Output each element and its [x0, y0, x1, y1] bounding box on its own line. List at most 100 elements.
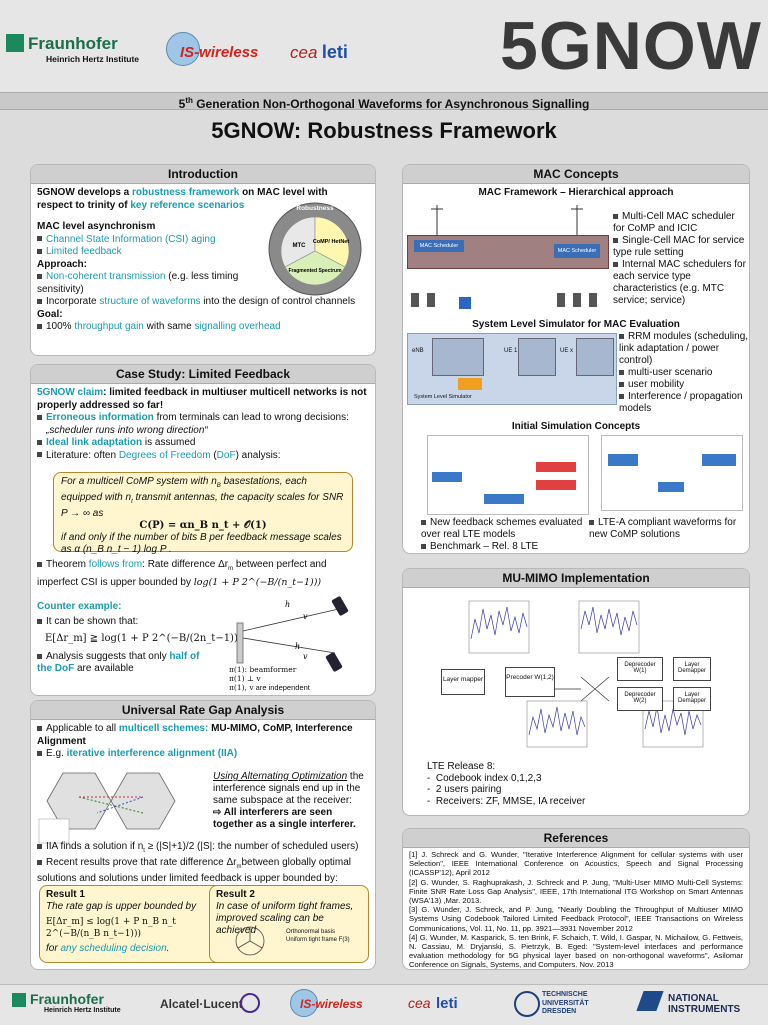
sls-block-2 — [518, 338, 556, 376]
intro-item-goal: 100% throughput gain with same signallin… — [37, 321, 375, 334]
sls-item-multiuser: multi-user scenario — [619, 367, 749, 379]
intro-structure-a: Incorporate — [46, 296, 100, 307]
sls-item-mobility-text: user mobility — [628, 379, 685, 390]
intro-text-b: robustness framework — [132, 187, 240, 198]
footer-leti-text: leti — [436, 995, 458, 1012]
sim-box-c — [536, 480, 576, 490]
lte-release-info: LTE Release 8: - Codebook index 0,1,2,3 … — [427, 761, 627, 807]
case-lit-d: DoF — [216, 449, 236, 461]
lte-item-pairing-text: 2 users pairing — [435, 784, 502, 795]
references-panel: References [1] J. Schreck and G. Wunder,… — [402, 828, 750, 970]
case-link-a: Ideal link adaptation — [46, 437, 143, 448]
ni-line-1: NATIONAL — [668, 993, 719, 1004]
case-link-b: is assumed — [142, 437, 196, 448]
mac-concepts-title: MAC Concepts — [403, 165, 749, 184]
sim-item-feedback-text: New feedback schemes evaluated over real… — [421, 517, 583, 540]
footer-fraunhofer-subtext: Heinrich Hertz Institute — [44, 1007, 121, 1014]
case-item-link: Ideal link adaptation is assumed — [37, 437, 369, 450]
alcatel-swirl-icon — [240, 993, 260, 1013]
case-erroneous-b: from terminals can lead to wrong decisio… — [153, 412, 349, 423]
sls-item-multiuser-text: multi-user scenario — [628, 367, 713, 378]
lte-item-receivers: - Receivers: ZF, MMSE, IA receiver — [427, 795, 586, 807]
sls-item-interference-text: Interference / propagation models — [619, 391, 743, 414]
banner-prefix: 5 — [178, 97, 186, 111]
intro-goal-a: 100% — [46, 321, 75, 332]
urg-item-iia-condition: IIA finds a solution if nt ≥ (|S|+1)/2 (… — [37, 841, 371, 857]
tud-seal-icon — [514, 991, 540, 1017]
layer-mapper-block: Layer mapper — [441, 669, 485, 695]
precoder-block: Precoder W(1,2) — [505, 667, 555, 697]
tud-line-1: TECHNISCHE — [542, 991, 588, 998]
urg-iia-b: iterative interference alignment (IIA) — [66, 748, 238, 759]
intro-text-a: 5GNOW develops a — [37, 187, 133, 198]
urg-applicable-b: multicell schemes: — [118, 723, 209, 734]
sls-uex-label: UE x — [560, 348, 574, 354]
mac-item-internal-text: Internal MAC schedulers for each service… — [613, 259, 746, 306]
lte-item-pairing: - 2 users pairing — [427, 784, 502, 795]
case-claim-b: : limited feedback in multiuser multicel… — [37, 387, 367, 411]
header: Fraunhofer Heinrich Hertz Institute IS-w… — [0, 0, 768, 92]
sim-box-g — [658, 482, 684, 492]
alt-opt-a: Using Alternating Optimization — [213, 771, 348, 782]
globe-icon — [166, 32, 200, 66]
theorem-d: between perfect and imperfect CSI is upp… — [37, 559, 327, 588]
initial-sim-diagram-left — [427, 435, 589, 515]
sls-enb-label: eNB — [412, 348, 424, 354]
result-1-text: The rate gap is upper bounded by — [46, 901, 197, 912]
intro-item-structure: Incorporate structure of waveforms into … — [37, 296, 375, 309]
initial-sim-list-right: LTE-A compliant waveforms for new CoMP s… — [589, 517, 747, 541]
counter-analysis-c: are available — [74, 663, 134, 674]
case-lit-b: Degrees of Freedom — [118, 449, 211, 461]
label-h1: h — [285, 600, 290, 609]
label-h2: h — [295, 642, 300, 651]
banner-superscript: th — [185, 96, 193, 105]
intro-noncoherent-b: (e.g. less timing sensitivity) — [37, 271, 239, 295]
dof-box-text-3: transmit antennas, the capacity scales f… — [61, 492, 344, 519]
goal-heading: Goal: — [37, 308, 63, 320]
diagram-mac-scheduler-1: MAC Scheduler — [414, 240, 464, 252]
sim-box-e — [608, 454, 638, 466]
counter-shown-text: It can be shown that: — [46, 616, 139, 627]
intro-item-feedback: Limited feedback — [37, 246, 375, 259]
references-title: References — [403, 829, 749, 848]
case-erroneous-a: Erroneous information — [46, 412, 154, 423]
theorem-a: Theorem — [46, 559, 89, 570]
dof-box-text-4: if and only if the number of bits B per … — [61, 532, 342, 555]
urg-applicable-a: Applicable to all — [46, 723, 119, 734]
subtitle-banner: 5th Generation Non-Orthogonal Waveforms … — [0, 92, 768, 111]
sim-item-feedback: New feedback schemes evaluated over real… — [421, 517, 591, 541]
mac-framework-diagram: MAC Scheduler MAC Scheduler — [407, 235, 609, 269]
counter-equation: E[Δr_m] ≧ log(1 + P 2^(−B/(2n_t−1))) — [45, 633, 242, 644]
legend-line-1: π(1): beamformer — [229, 665, 297, 674]
fraunhofer-mark-icon — [6, 34, 24, 52]
mac-concepts-panel: MAC Concepts MAC Framework – Hierarchica… — [402, 164, 750, 554]
sls-item-rrm: RRM modules (scheduling, link adaptation… — [619, 331, 749, 367]
counter-example-heading: Counter example: — [37, 601, 122, 612]
counter-shown: It can be shown that: — [37, 616, 138, 627]
layer-demapper-2-block: Layer Demapper — [673, 687, 711, 711]
references-body: [1] J. Schreck and G. Wunder, "Iterative… — [403, 848, 749, 969]
result-2-notes: Orthonormal basis Uniform tight frame F(… — [286, 928, 366, 944]
mac-framework-heading: MAC Framework – Hierarchical approach — [478, 187, 674, 198]
sls-item-mobility: user mobility — [619, 379, 749, 391]
intro-list: MAC level asynchronism Channel State Inf… — [37, 221, 375, 334]
lte-item-codebook-text: Codebook index 0,1,2,3 — [435, 772, 542, 784]
alt-opt-c: ⇨ All interferers are seen together as a… — [213, 807, 356, 830]
cea-logo-text: cea — [290, 43, 318, 62]
iia-condition-a: IIA finds a solution if n — [46, 841, 144, 852]
label-v2: v — [303, 652, 308, 661]
page-title: 5GNOW: Robustness Framework — [211, 118, 557, 143]
theorem-b: follows from — [88, 559, 143, 570]
diagram-mac-scheduler-2: MAC Scheduler — [554, 244, 600, 258]
case-item-erroneous: Erroneous information from terminals can… — [37, 412, 369, 425]
wheel-robustness-label: Robustness — [296, 205, 334, 212]
intro-item-feedback-text: Limited feedback — [46, 246, 122, 257]
initial-sim-diagram-right — [601, 435, 743, 511]
sim-box-d — [484, 494, 524, 504]
intro-goal-c: with same — [143, 321, 195, 332]
frame-circle-diagram — [235, 926, 265, 956]
result-1-for-b: any scheduling decision — [60, 943, 167, 954]
result-2-box: Result 2 In case of uniform tight frames… — [209, 885, 369, 963]
initial-sim-list-left: New feedback schemes evaluated over real… — [421, 517, 591, 553]
theorem-eq: log(1 + P 2^(−B/(n_t−1))) — [193, 577, 322, 588]
